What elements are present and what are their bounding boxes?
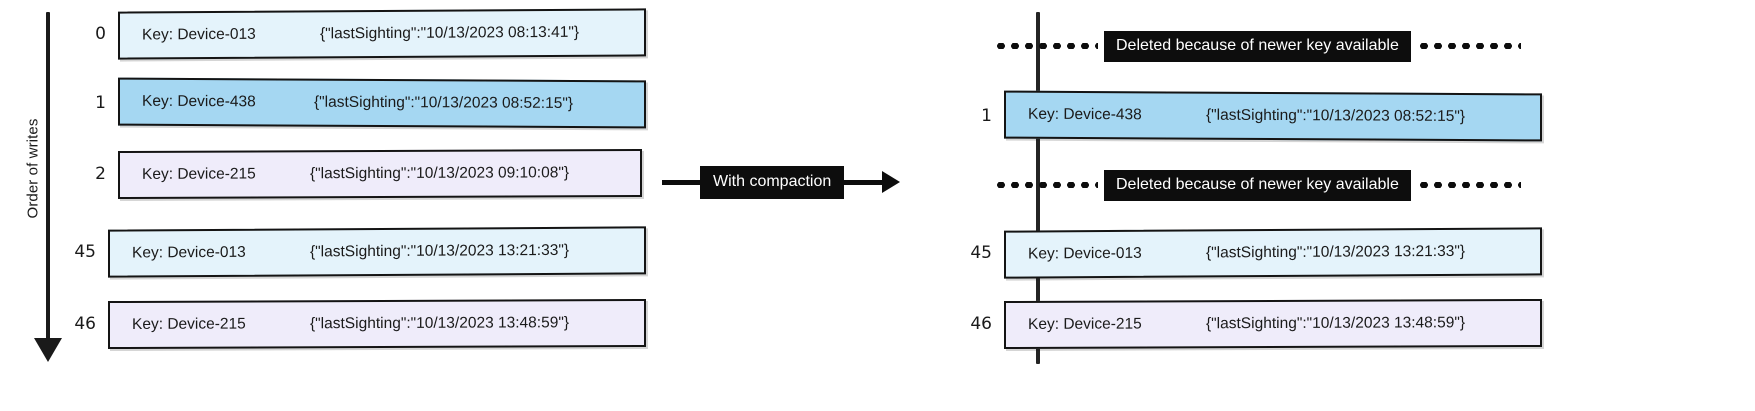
deleted-because-newer-key-label: Deleted because of newer key available [1104,169,1411,201]
record-value: {"lastSighting":"10/13/2023 13:48:59"} [1206,314,1466,333]
record-value: {"lastSighting":"10/13/2023 08:52:15"} [314,93,574,113]
record-value: {"lastSighting":"10/13/2023 13:21:33"} [310,241,570,261]
record-value: {"lastSighting":"10/13/2023 09:10:08"} [310,164,570,183]
row-index: 1 [981,106,992,126]
panel-divider [1036,12,1040,364]
deleted-banner: Deleted because of newer key available [994,30,1521,62]
dotted-line-right [1416,43,1521,49]
row-index: 46 [970,314,992,334]
list-item: 45 Key: Device-013 {"lastSighting":"10/1… [948,227,1542,279]
row-index: 45 [970,243,992,263]
list-item: 1 Key: Device-438 {"lastSighting":"10/13… [948,90,1542,142]
record-box[interactable]: Key: Device-438 {"lastSighting":"10/13/2… [1004,90,1542,142]
record-box[interactable]: Key: Device-013 {"lastSighting":"10/13/2… [118,8,646,60]
record-value: {"lastSighting":"10/13/2023 08:13:41"} [320,23,580,43]
record-key: Key: Device-215 [142,165,256,183]
record-key: Key: Device-215 [1028,315,1142,333]
record-key: Key: Device-438 [1028,105,1142,124]
list-item: 46 Key: Device-215 {"lastSighting":"10/1… [52,298,646,350]
record-value: {"lastSighting":"10/13/2023 13:21:33"} [1206,242,1466,262]
dotted-line-right [1416,182,1521,188]
record-key: Key: Device-013 [1028,244,1142,263]
with-compaction-label: With compaction [700,165,845,199]
list-item: 0 Key: Device-013 {"lastSighting":"10/13… [62,8,646,60]
row-index: 1 [95,93,106,113]
order-of-writes-axis-line [46,12,50,342]
list-item: 2 Key: Device-215 {"lastSighting":"10/13… [62,148,642,200]
record-box[interactable]: Key: Device-215 {"lastSighting":"10/13/2… [118,148,642,200]
row-index: 46 [74,314,96,334]
record-value: {"lastSighting":"10/13/2023 08:52:15"} [1206,106,1466,126]
record-key: Key: Device-215 [132,315,246,333]
arrow-line-left [662,179,700,185]
order-of-writes-label: Order of writes [24,118,42,219]
down-arrow-icon [34,338,62,362]
record-value: {"lastSighting":"10/13/2023 13:48:59"} [310,314,570,333]
right-arrow-icon [882,171,901,193]
record-key: Key: Device-013 [142,25,256,44]
record-box[interactable]: Key: Device-013 {"lastSighting":"10/13/2… [1004,227,1542,279]
record-key: Key: Device-013 [132,243,246,262]
list-item: 45 Key: Device-013 {"lastSighting":"10/1… [52,226,646,278]
row-index: 0 [95,24,106,44]
row-index: 45 [74,242,96,262]
record-box[interactable]: Key: Device-215 {"lastSighting":"10/13/2… [108,298,646,350]
dotted-line-left [994,43,1098,49]
with-compaction-arrow-group: With compaction [662,162,901,202]
record-box[interactable]: Key: Device-438 {"lastSighting":"10/13/2… [118,77,646,129]
record-key: Key: Device-438 [142,92,256,111]
arrow-line-right [844,179,883,185]
dotted-line-left [994,182,1098,188]
record-box[interactable]: Key: Device-215 {"lastSighting":"10/13/2… [1004,298,1542,350]
deleted-because-newer-key-label: Deleted because of newer key available [1104,30,1411,62]
list-item: 1 Key: Device-438 {"lastSighting":"10/13… [62,77,646,129]
deleted-banner: Deleted because of newer key available [994,169,1521,201]
list-item: 46 Key: Device-215 {"lastSighting":"10/1… [948,298,1542,350]
record-box[interactable]: Key: Device-013 {"lastSighting":"10/13/2… [108,226,646,278]
row-index: 2 [95,164,106,184]
